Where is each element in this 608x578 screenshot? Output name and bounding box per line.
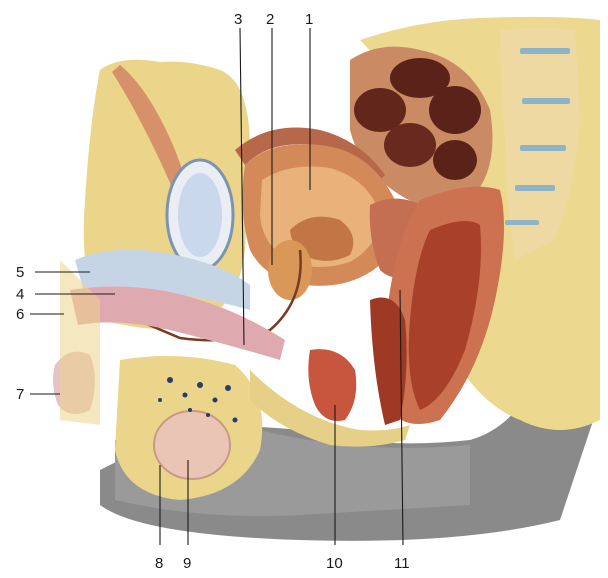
penile-skin [60,260,100,425]
vertebral-column [500,27,580,260]
label-5: 5 [16,264,24,281]
rectum-lumen [408,221,481,410]
label-11: 11 [394,555,410,572]
leader-lines [30,27,404,546]
label-6: 6 [16,306,24,323]
perineal-muscle [308,349,357,421]
label-10: 10 [326,555,343,572]
label-4: 4 [16,286,24,303]
label-2: 2 [266,11,274,28]
label-7: 7 [16,386,24,403]
label-3: 3 [234,11,242,28]
perineum [250,370,410,447]
urethra [89,249,302,342]
corpus-cavernosum [70,286,285,360]
penis-shaft [75,249,250,310]
pubic-symphysis-inner [178,173,222,257]
vertebral-discs [505,48,570,225]
scrotal-dots [158,377,238,423]
intestinal-loops [350,46,493,207]
anal-canal [370,297,407,425]
label-8: 8 [155,555,163,572]
testis [153,410,231,480]
prostate-gland [268,240,312,300]
callout-labels: 1 2 3 4 5 6 7 8 9 10 11 [16,11,410,572]
label-9: 9 [183,555,191,572]
label-1: 1 [305,11,313,28]
